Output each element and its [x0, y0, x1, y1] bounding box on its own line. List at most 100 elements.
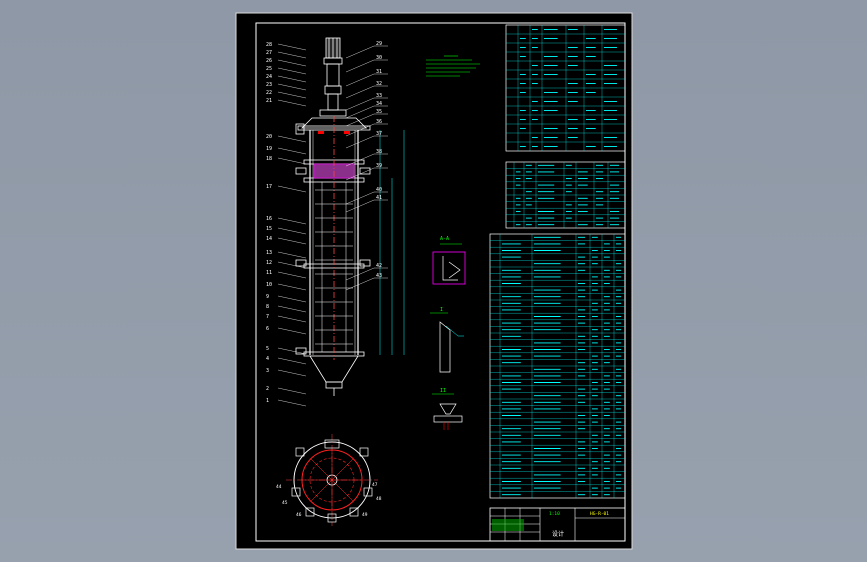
leader-line: [277, 261, 307, 269]
callout-number: 3: [266, 368, 269, 374]
leader-line: [277, 283, 307, 291]
plan-callout-number: 45: [282, 500, 288, 506]
plan-callout-number: 46: [296, 512, 302, 518]
leader-line: [277, 295, 307, 303]
leader-line: [277, 75, 307, 83]
title-block-code: HG-R-01: [590, 511, 609, 517]
callout-number: 24: [266, 74, 272, 80]
leader-line: [345, 153, 375, 167]
callout-number: 7: [266, 314, 269, 320]
section-detail-a: A-A: [432, 236, 466, 285]
callout-number: 34: [376, 101, 382, 107]
leader-line: [345, 277, 375, 291]
leader-line: [277, 271, 307, 279]
plan-radial: [310, 458, 333, 481]
callout-number: 38: [376, 149, 382, 155]
leader-line: [277, 399, 307, 407]
technical-notes: [426, 55, 480, 77]
callout-number: 35: [376, 109, 382, 115]
callout-number: 31: [376, 69, 382, 75]
leader-line: [345, 113, 375, 127]
leader-line: [277, 67, 307, 75]
leader-line: [345, 191, 375, 205]
leader-line: [345, 123, 375, 137]
leader-line: [277, 147, 307, 155]
leader-line: [345, 59, 375, 73]
callout-number: 9: [266, 294, 269, 300]
left-callouts: 2827262524232221201918171615141312111098…: [266, 42, 307, 407]
callout-number: 12: [266, 260, 272, 266]
leader-line: [277, 387, 307, 395]
plan-callout-number: 49: [362, 512, 368, 518]
callout-number: 6: [266, 326, 269, 332]
callout-number: 39: [376, 163, 382, 169]
callout-number: 30: [376, 55, 382, 61]
parts-list-table: [489, 233, 626, 499]
leader-line: [345, 97, 375, 111]
callout-number: 42: [376, 263, 382, 269]
plan-nozzle: [363, 487, 373, 497]
section-c-label: II: [440, 388, 446, 394]
plan-nozzle: [291, 487, 301, 497]
leader-line: [277, 227, 307, 235]
callout-number: 2: [266, 386, 269, 392]
callout-number: 8: [266, 304, 269, 310]
section-detail-c: II: [432, 388, 463, 430]
plan-nozzle: [327, 513, 337, 523]
leader-line: [345, 73, 375, 87]
callout-number: 33: [376, 93, 382, 99]
leader-line: [277, 185, 307, 193]
callout-number: 10: [266, 282, 272, 288]
callout-number: 16: [266, 216, 272, 222]
section-b-label: I: [440, 307, 443, 313]
callout-number: 37: [376, 131, 382, 137]
leader-line: [345, 167, 375, 181]
callout-number: 25: [266, 66, 272, 72]
leader-line: [277, 59, 307, 67]
leader-line: [345, 199, 375, 213]
plan-nozzle: [305, 507, 315, 517]
callout-number: 41: [376, 195, 382, 201]
callout-number: 5: [266, 346, 269, 352]
callout-number: 20: [266, 134, 272, 140]
plan-nozzle: [359, 447, 369, 457]
title-block-text: 设计: [552, 530, 564, 538]
section-a-label: A-A: [440, 236, 449, 242]
plan-radial: [331, 458, 354, 481]
plan-callout-number: 44: [276, 484, 282, 490]
plan-nozzle: [349, 507, 359, 517]
leader-line: [277, 51, 307, 59]
leader-line: [277, 347, 307, 355]
callout-number: 14: [266, 236, 272, 242]
leader-line: [277, 157, 307, 165]
callout-number: 26: [266, 58, 272, 64]
plan-callout-number: 48: [376, 496, 382, 502]
leader-line: [277, 369, 307, 377]
leader-line: [277, 237, 307, 245]
leader-line: [277, 315, 307, 323]
callout-number: 11: [266, 270, 272, 276]
callout-number: 19: [266, 146, 272, 152]
leader-line: [277, 135, 307, 143]
leader-line: [345, 85, 375, 99]
leader-line: [277, 91, 307, 99]
plan-nozzle: [295, 447, 305, 457]
section-detail-b: I: [430, 307, 464, 373]
callout-number: 15: [266, 226, 272, 232]
callout-number: 18: [266, 156, 272, 162]
callout-number: 23: [266, 82, 272, 88]
leader-line: [277, 43, 307, 51]
callout-number: 21: [266, 98, 272, 104]
leader-line: [277, 327, 307, 335]
callout-number: 27: [266, 50, 272, 56]
callout-number: 17: [266, 184, 272, 190]
callout-number: 1: [266, 398, 269, 404]
leader-line: [345, 45, 375, 59]
title-block: 设计 1:10 HG-R-01: [489, 507, 626, 542]
leader-line: [277, 357, 307, 365]
callout-number: 22: [266, 90, 272, 96]
leader-line: [345, 105, 375, 119]
